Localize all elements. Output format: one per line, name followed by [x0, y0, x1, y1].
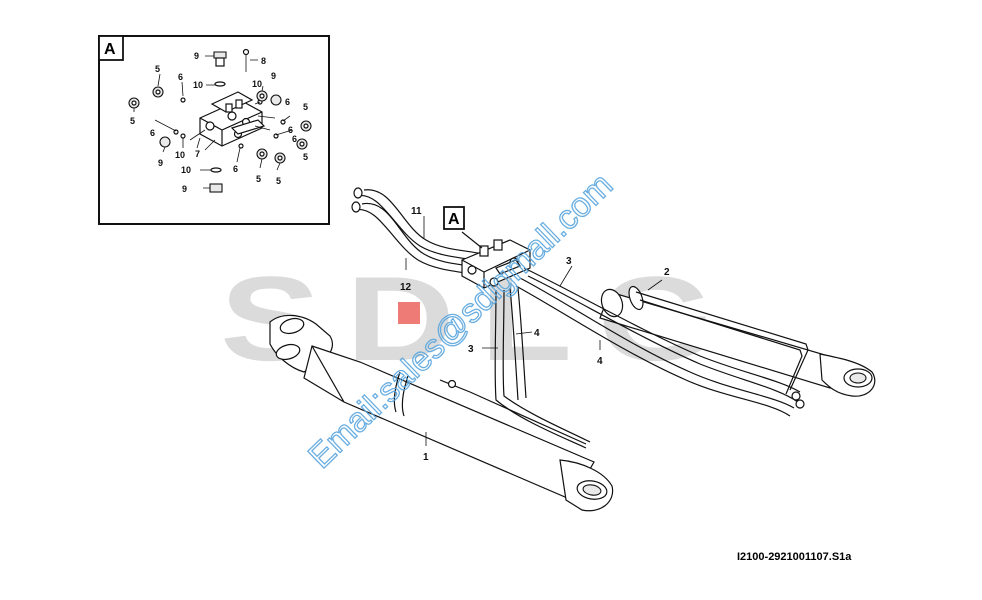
inset-callout-6-right-c: 6 — [292, 134, 297, 144]
inset-callout-10-right: 10 — [252, 79, 262, 89]
inset-callout-5-bottom-b: 5 — [276, 176, 281, 186]
drawing-reference-code: I2100-2921001107.S1a — [737, 551, 852, 563]
inset-callout-9-left: 9 — [158, 158, 163, 168]
watermark-logo-accent — [398, 302, 420, 324]
hoses-down — [494, 287, 591, 449]
main-assembly-drawing: A 11 12 3 2 4 3 4 1 — [269, 187, 876, 512]
inset-callout-5-bottom-a: 5 — [256, 174, 261, 184]
inset-callout-8: 8 — [261, 56, 266, 66]
detail-marker-box — [443, 206, 465, 230]
inset-callout-6-right-b: 6 — [288, 125, 293, 135]
inset-callout-7: 7 — [195, 149, 200, 159]
callout-3-lower: 3 — [468, 344, 474, 355]
inset-callout-9-top: 9 — [194, 51, 199, 61]
detail-inset-a: A — [98, 35, 330, 225]
inset-callout-9-bottom: 9 — [182, 184, 187, 194]
inset-callout-5-right: 5 — [303, 102, 308, 112]
hoses-right — [515, 267, 805, 417]
inset-callout-5-upper-left: 5 — [155, 64, 160, 74]
valve-block-drawing — [189, 91, 276, 151]
detail-marker-letter: A — [448, 211, 460, 228]
inset-callout-10-left: 10 — [175, 150, 185, 160]
inset-callout-6-left: 6 — [150, 128, 155, 138]
inset-leaders — [133, 55, 293, 189]
callout-11: 11 — [411, 206, 422, 217]
inset-fittings — [128, 48, 312, 193]
inset-callout-6-upper-left: 6 — [178, 72, 183, 82]
inset-callout-5-left: 5 — [130, 116, 135, 126]
valve-block-main — [461, 239, 531, 289]
inset-callout-6-bottom: 6 — [233, 164, 238, 174]
callout-2: 2 — [664, 267, 670, 278]
inset-callout-10-top: 10 — [193, 80, 203, 90]
callout-4-right: 4 — [597, 356, 603, 367]
callout-1: 1 — [423, 452, 429, 463]
callout-3-upper: 3 — [566, 256, 572, 267]
detail-inset-letter: A — [104, 41, 116, 58]
inset-callout-10-bottom: 10 — [181, 165, 191, 175]
inset-callout-9-right: 9 — [271, 71, 276, 81]
main-leaders — [405, 216, 663, 446]
detail-inset-letter-box — [98, 35, 124, 61]
cylinder-1 — [269, 314, 614, 512]
inset-callout-5-right-low: 5 — [303, 152, 308, 162]
callout-4-middle: 4 — [534, 328, 540, 339]
callout-12: 12 — [400, 282, 412, 293]
inset-callout-6-right-a: 6 — [285, 97, 290, 107]
